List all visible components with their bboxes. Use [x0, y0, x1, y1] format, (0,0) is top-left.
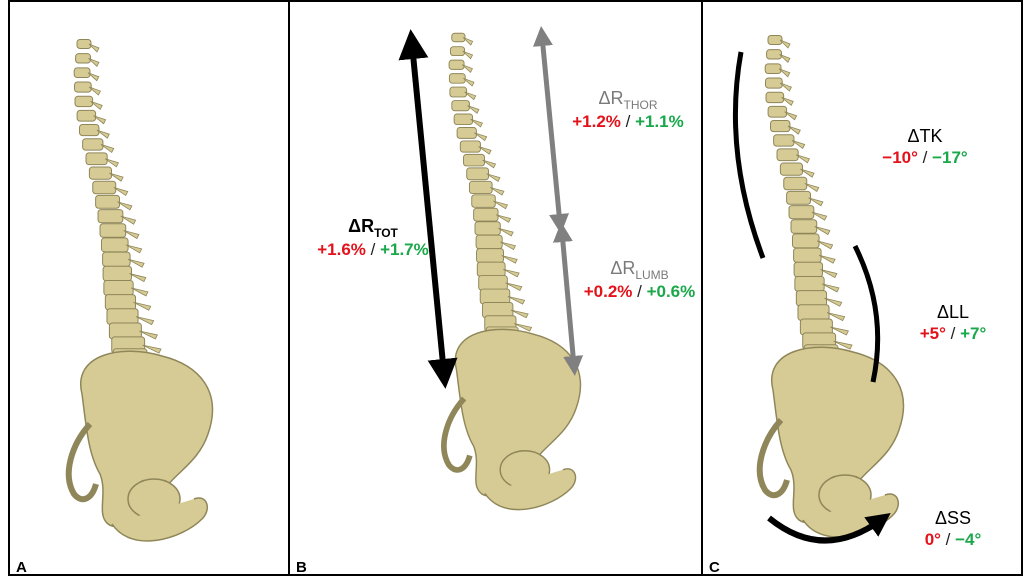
vertebra [794, 262, 822, 277]
vertebra [74, 68, 90, 78]
vertebra [464, 154, 485, 166]
vertebra [104, 280, 133, 295]
vertebra [80, 125, 99, 136]
vertebra [774, 135, 794, 146]
vertebra [75, 96, 93, 106]
thoracic-kyphosis-arc [735, 52, 763, 258]
vertebra [89, 167, 111, 179]
vertebra [476, 235, 502, 249]
vertebra [450, 47, 464, 56]
vertebra [798, 305, 829, 321]
lumbar-lordosis-label: ΔLL +5° / +7° [903, 302, 1003, 344]
vertebra [77, 110, 96, 121]
vertebra [474, 208, 498, 221]
vertebra [477, 249, 504, 263]
panel-letter-b: B [296, 559, 307, 576]
vertebra [767, 50, 782, 59]
vertebra [76, 54, 91, 63]
vertebra [105, 295, 135, 310]
vertebra [766, 92, 784, 102]
vertebra [784, 177, 807, 190]
vertebra [479, 276, 508, 291]
vertebra [771, 121, 790, 132]
vertebra [780, 163, 802, 175]
vertebra [794, 248, 822, 262]
vertebra [107, 309, 138, 325]
vertebra [77, 40, 91, 49]
panel-letter-a: A [16, 559, 27, 576]
vertebra [791, 220, 817, 234]
vertebra [452, 33, 465, 42]
vertebra [792, 234, 819, 248]
vertebra [452, 101, 470, 111]
panel-b: ΔRTOT +1.6% / +1.7% ΔRTHOR +1.2% / +1.1%… [288, 0, 703, 576]
vertebra [475, 222, 500, 235]
vertebra [787, 191, 811, 204]
vertebra [460, 141, 480, 152]
vertebra [457, 127, 476, 138]
vertebra [450, 87, 467, 97]
vertebra [75, 82, 92, 92]
vertebra [480, 289, 510, 304]
vertebral-column [69, 40, 213, 541]
spine-model-a [10, 2, 290, 576]
vertebra [98, 210, 123, 223]
panel-letter-c: C [709, 559, 720, 576]
vertebra [103, 252, 131, 266]
vertebra [795, 276, 824, 291]
thoracic-ratio-label: ΔRTHOR +1.2% / +1.1% [558, 88, 698, 132]
vertebra [472, 195, 496, 208]
total-length-arrow [412, 44, 444, 374]
vertebra [449, 60, 464, 69]
vertebra [103, 266, 131, 281]
vertebra [83, 139, 103, 150]
vertebra [86, 153, 107, 165]
spine-model-c [703, 2, 1023, 576]
vertebra [477, 262, 505, 276]
vertebra [449, 74, 465, 84]
vertebra [766, 78, 783, 88]
vertebra [93, 181, 116, 194]
lumbar-ratio-label: ΔRLUMB +0.2% / +0.6% [572, 258, 703, 302]
vertebra [469, 181, 492, 193]
sacral-slope-label: ΔSS 0° / −4° [903, 508, 1003, 550]
panel-c: ΔTK −10° / −17° ΔLL +5° / +7° ΔSS 0° / −… [701, 0, 1023, 576]
total-ratio-label: ΔRTOT +1.6% / +1.7% [298, 216, 448, 260]
vertebra [789, 206, 814, 219]
vertebra [768, 106, 787, 117]
vertebra [765, 64, 781, 74]
vertebra [96, 195, 120, 208]
vertebra [777, 149, 798, 161]
vertebral-column [760, 36, 904, 537]
vertebra [101, 238, 128, 252]
vertebra [454, 114, 472, 125]
vertebra [796, 291, 826, 306]
panel-a: A [8, 0, 290, 576]
vertebra [768, 36, 782, 45]
thoracic-kyphosis-label: ΔTK −10° / −17° [865, 126, 985, 168]
vertebra [100, 224, 126, 238]
vertebra [467, 168, 489, 180]
